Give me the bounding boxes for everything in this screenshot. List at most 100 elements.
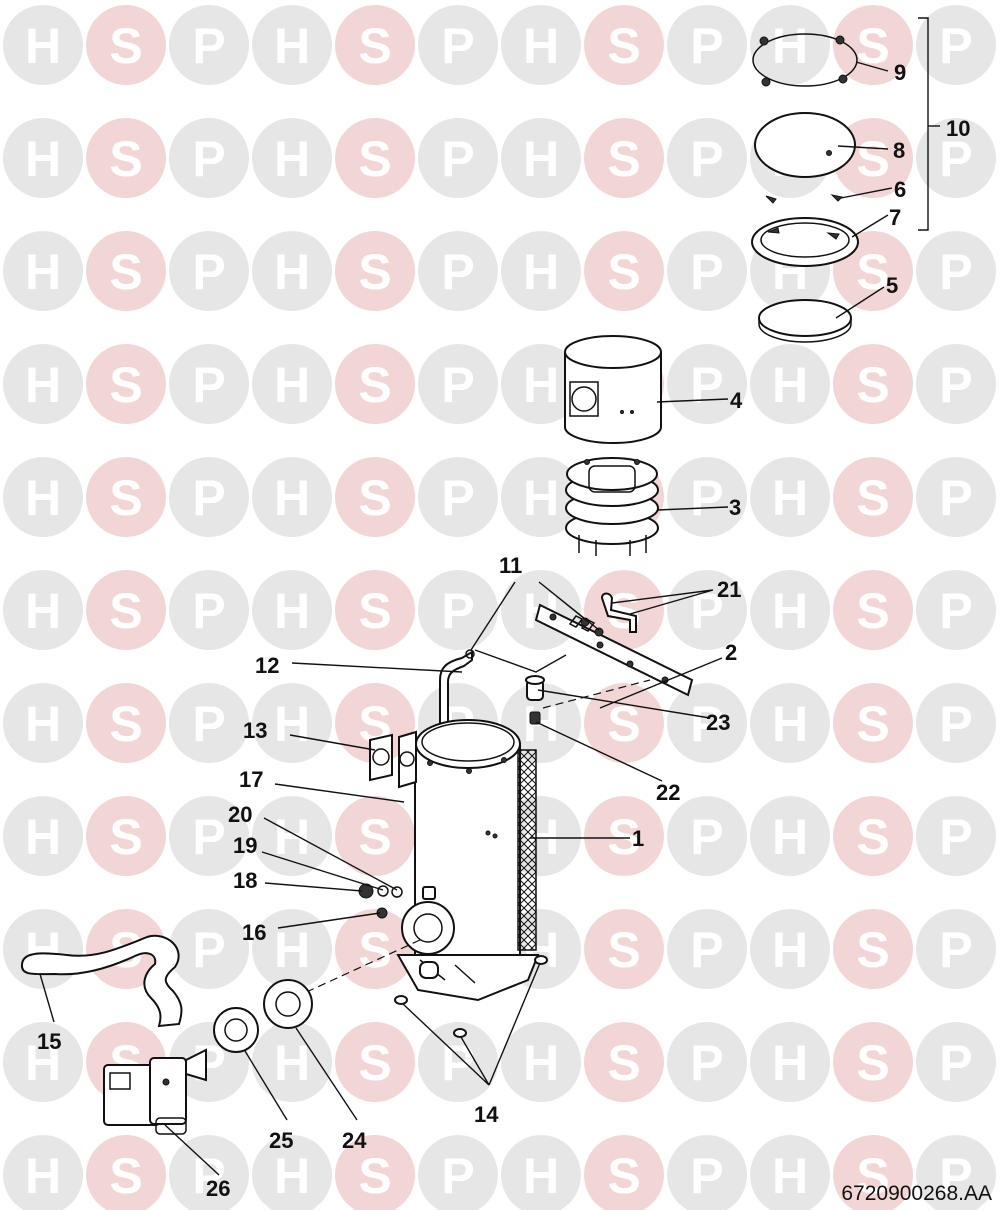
watermark-circle bbox=[916, 570, 996, 650]
watermark-letter: S bbox=[358, 244, 391, 300]
watermark-circle bbox=[3, 5, 83, 85]
watermark-letter: S bbox=[856, 131, 889, 187]
part-4-shroud bbox=[564, 335, 662, 444]
label-6: 6 bbox=[894, 177, 906, 202]
watermark-circle bbox=[86, 457, 166, 537]
watermark-letter: H bbox=[523, 18, 559, 74]
watermark-circle bbox=[584, 231, 664, 311]
watermark-circle bbox=[667, 1135, 747, 1210]
watermark-circle bbox=[169, 683, 249, 763]
watermark-circle bbox=[667, 796, 747, 876]
watermark-circle bbox=[501, 344, 581, 424]
watermark-letter: P bbox=[192, 131, 225, 187]
watermark-circle bbox=[916, 118, 996, 198]
watermark-letter: H bbox=[274, 696, 310, 752]
watermark-circle bbox=[667, 5, 747, 85]
watermark-circle bbox=[169, 570, 249, 650]
drawing-reference-number: 6720900268.AA bbox=[841, 1182, 992, 1205]
watermark-circle bbox=[335, 683, 415, 763]
watermark-letter: P bbox=[192, 18, 225, 74]
bracket-part-10 bbox=[918, 17, 929, 231]
watermark-circle bbox=[916, 344, 996, 424]
label-14: 14 bbox=[474, 1102, 499, 1127]
label-20: 20 bbox=[228, 802, 252, 827]
watermark-letter: S bbox=[607, 809, 640, 865]
watermark-letter: P bbox=[690, 696, 723, 752]
label-21: 21 bbox=[717, 577, 741, 602]
watermark-circle bbox=[252, 1022, 332, 1102]
watermark-circle bbox=[252, 118, 332, 198]
part-13-gasket bbox=[369, 733, 393, 782]
watermark-circle bbox=[750, 683, 830, 763]
label-16: 16 bbox=[242, 920, 266, 945]
watermark-circle bbox=[916, 231, 996, 311]
watermark-letter: H bbox=[772, 357, 808, 413]
watermark-letter: P bbox=[690, 1148, 723, 1204]
watermark-letter: H bbox=[274, 131, 310, 187]
watermark-letter: P bbox=[690, 244, 723, 300]
watermark-letter: H bbox=[523, 1148, 559, 1204]
watermark-circle bbox=[418, 344, 498, 424]
watermark-letter: P bbox=[192, 470, 225, 526]
watermark-letter: P bbox=[690, 922, 723, 978]
leader-lines bbox=[39, 61, 940, 1176]
watermark-letter: S bbox=[607, 1035, 640, 1091]
watermark-circle bbox=[3, 1135, 83, 1210]
watermark-letter: P bbox=[441, 131, 474, 187]
watermark-circle bbox=[750, 909, 830, 989]
part-8-disc bbox=[754, 112, 856, 178]
part-19-washer bbox=[377, 885, 389, 897]
watermark-letter: P bbox=[441, 244, 474, 300]
watermark-circle bbox=[86, 5, 166, 85]
watermark-letter: H bbox=[772, 470, 808, 526]
watermark-letter: H bbox=[772, 1148, 808, 1204]
part-21-pipes bbox=[600, 592, 637, 633]
watermark-letter: P bbox=[192, 922, 225, 978]
watermark-letter: P bbox=[192, 357, 225, 413]
watermark-circle bbox=[750, 5, 830, 85]
watermark-letter: H bbox=[274, 244, 310, 300]
watermark-circle bbox=[667, 683, 747, 763]
watermark-circle bbox=[252, 1135, 332, 1210]
watermark-circle bbox=[335, 5, 415, 85]
watermark-letter: S bbox=[856, 583, 889, 639]
watermark-circle bbox=[584, 796, 664, 876]
part-23-valve bbox=[525, 675, 545, 701]
watermark-circle bbox=[169, 457, 249, 537]
part-1-tank bbox=[396, 719, 540, 1002]
watermark-letter: P bbox=[441, 470, 474, 526]
part-6-clips bbox=[765, 194, 844, 204]
watermark-circle bbox=[418, 1022, 498, 1102]
watermark-circle bbox=[584, 570, 664, 650]
watermark-circle bbox=[833, 909, 913, 989]
watermark-circle bbox=[169, 5, 249, 85]
watermark-letter: S bbox=[109, 18, 142, 74]
part-20-washer bbox=[391, 886, 403, 898]
label-17: 17 bbox=[239, 767, 263, 792]
label-24: 24 bbox=[342, 1128, 367, 1153]
watermark-circle bbox=[418, 231, 498, 311]
part-9-retaining-ring bbox=[752, 33, 858, 87]
watermark-circle bbox=[833, 457, 913, 537]
watermark-letter: P bbox=[939, 244, 972, 300]
watermark-circle bbox=[169, 909, 249, 989]
watermark-letter: S bbox=[358, 922, 391, 978]
watermark-circle bbox=[584, 1022, 664, 1102]
watermark-letter: H bbox=[772, 922, 808, 978]
label-3: 3 bbox=[729, 495, 741, 520]
watermark-circle bbox=[335, 118, 415, 198]
watermark-letter: H bbox=[25, 696, 61, 752]
watermark-letter: H bbox=[274, 357, 310, 413]
watermark-letter: H bbox=[25, 1148, 61, 1204]
watermark-circle bbox=[750, 344, 830, 424]
watermark-letter: S bbox=[856, 922, 889, 978]
label-25: 25 bbox=[269, 1128, 293, 1153]
watermark-circle bbox=[501, 118, 581, 198]
watermark-letter: S bbox=[358, 470, 391, 526]
part-24-gasket bbox=[263, 979, 313, 1029]
watermark-letter: S bbox=[856, 244, 889, 300]
watermark-circle bbox=[418, 1135, 498, 1210]
watermark-circle bbox=[584, 683, 664, 763]
watermark-letter: S bbox=[358, 1035, 391, 1091]
watermark-circle bbox=[501, 231, 581, 311]
